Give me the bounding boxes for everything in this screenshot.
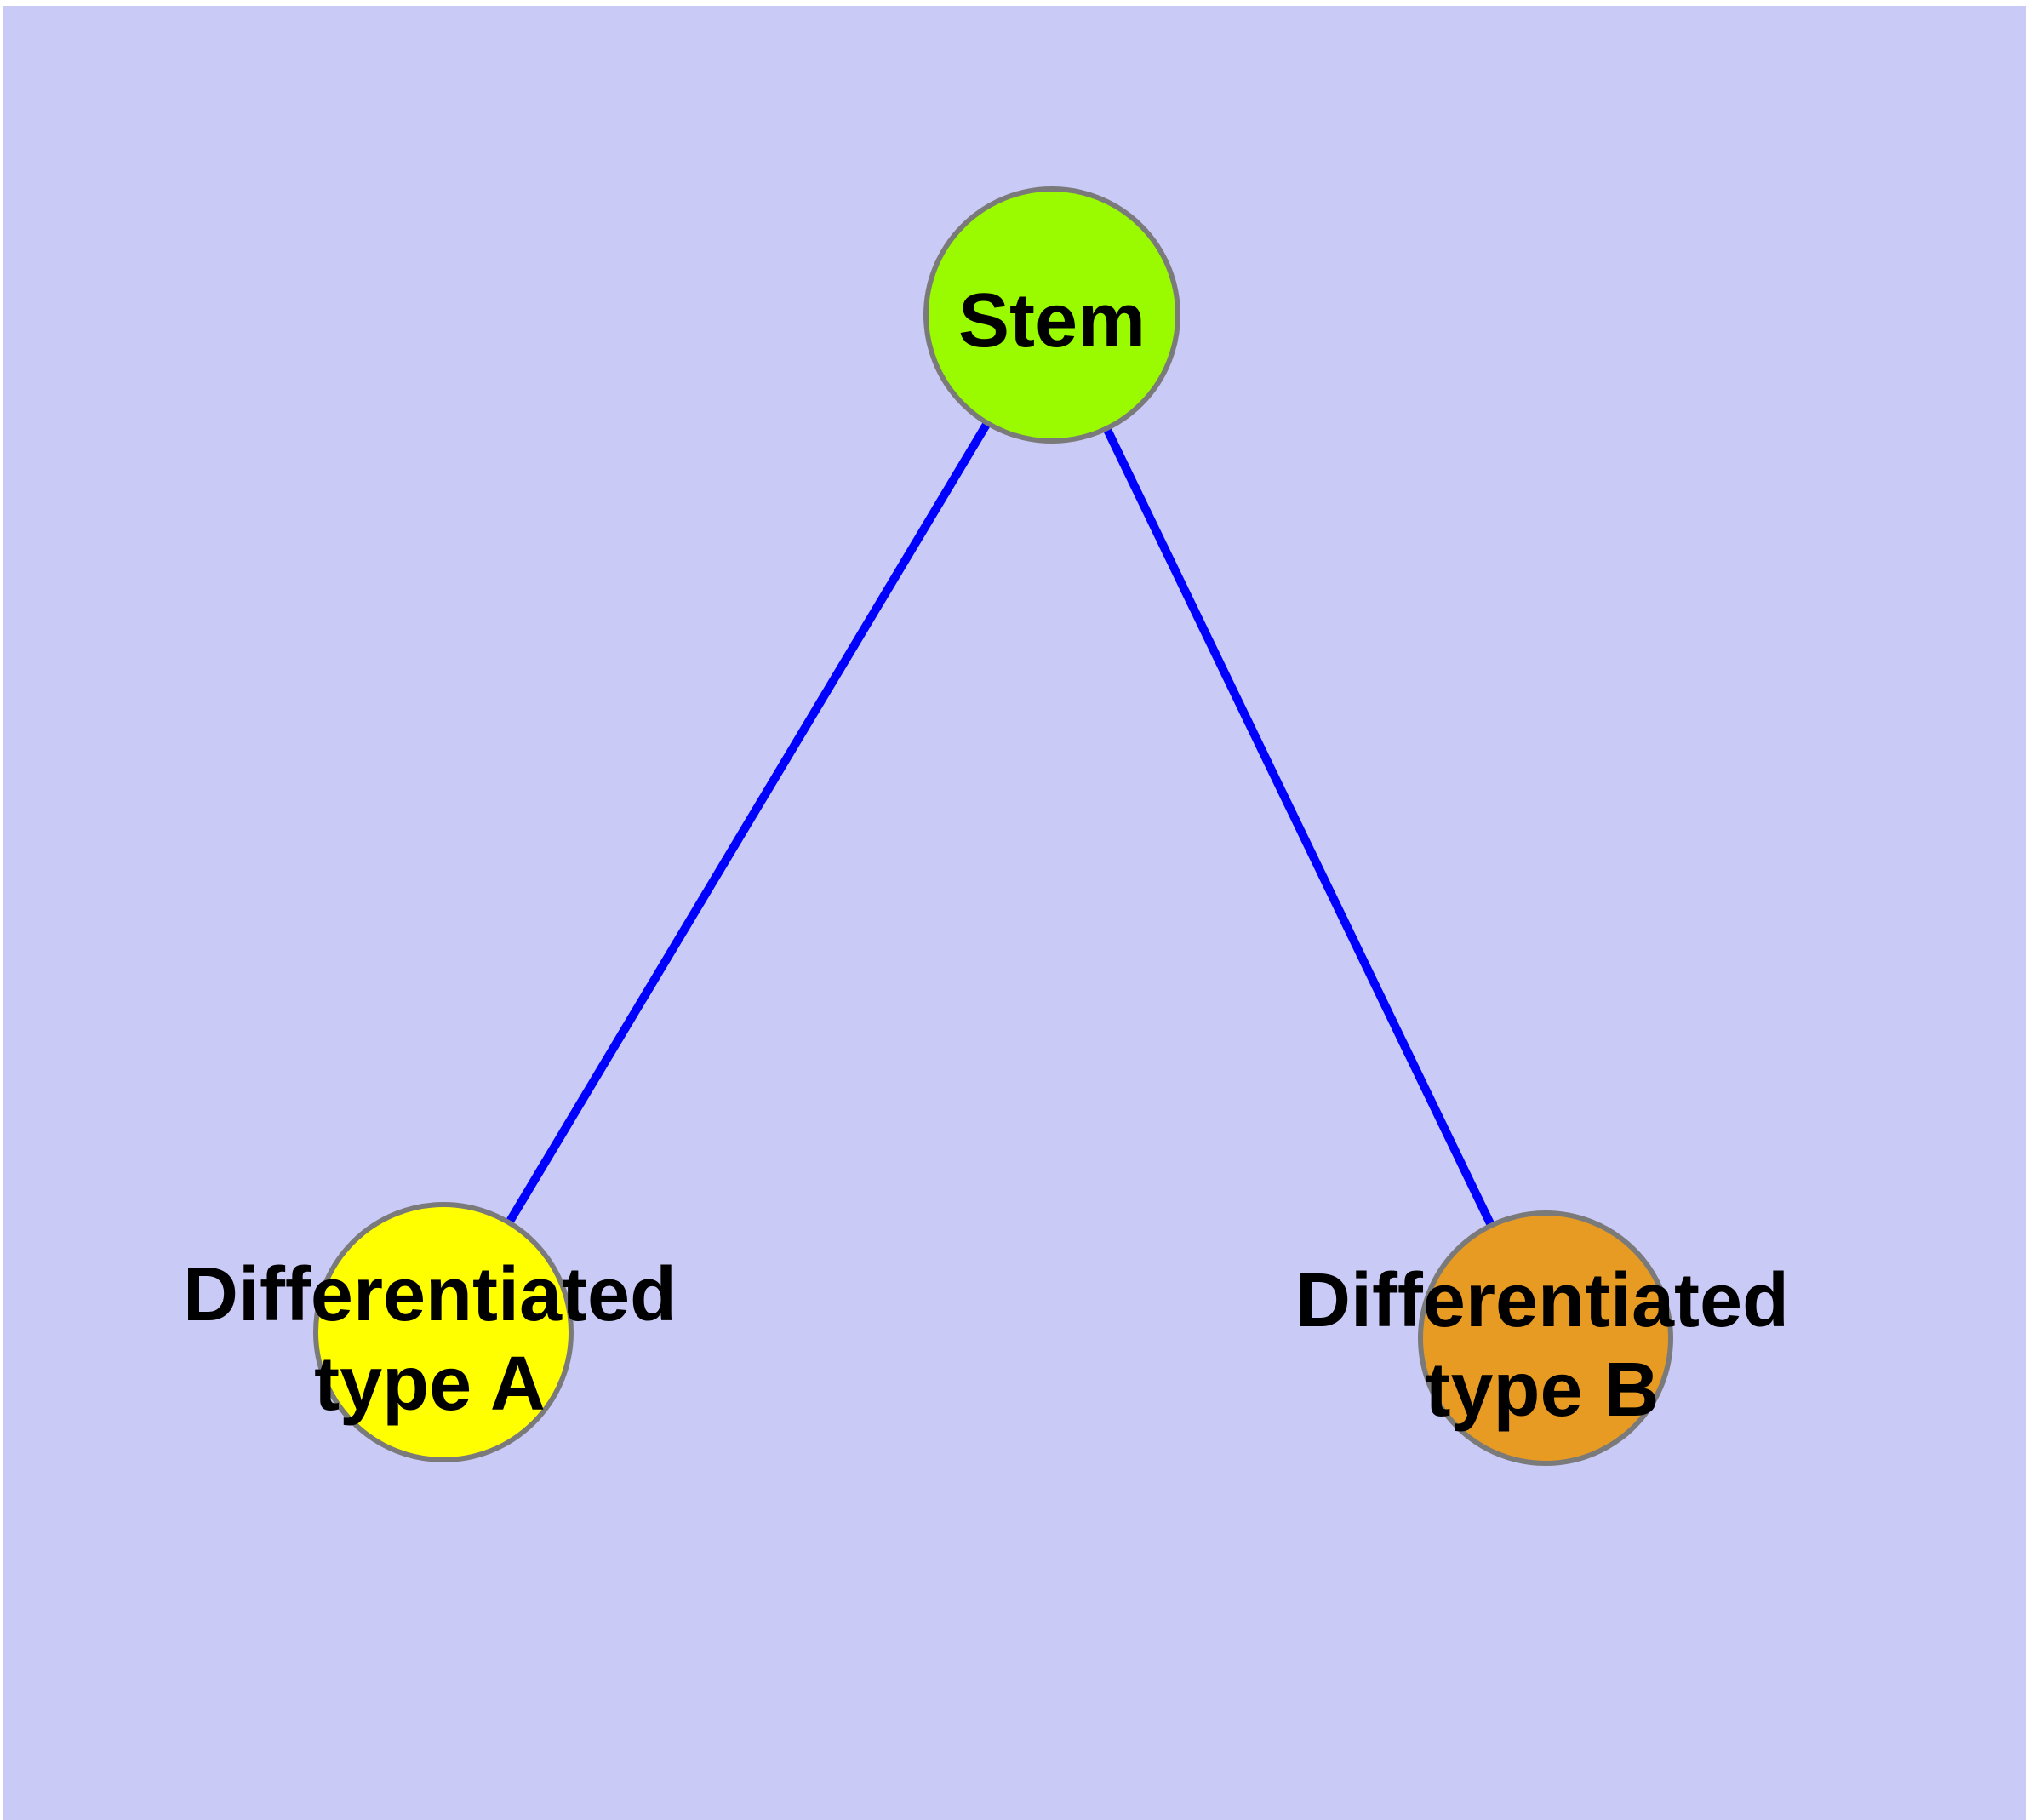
node-stem-label: Stem	[958, 278, 1146, 363]
label-line: Differentiated	[1295, 1258, 1789, 1343]
edge-stem-to-type-a	[439, 312, 1056, 1335]
nodes-layer	[313, 186, 1673, 1466]
edge-stem-to-type-b	[1048, 312, 1550, 1341]
label-line: type A	[314, 1342, 546, 1427]
node-differentiated-type-b-circle	[1418, 1210, 1673, 1466]
label-line: type B	[1425, 1348, 1659, 1433]
node-differentiated-type-a-circle	[313, 1202, 574, 1462]
label-line: Stem	[958, 278, 1146, 363]
label-line: Differentiated	[183, 1252, 677, 1337]
node-stem-circle	[923, 186, 1180, 444]
edges-layer	[439, 312, 1550, 1341]
